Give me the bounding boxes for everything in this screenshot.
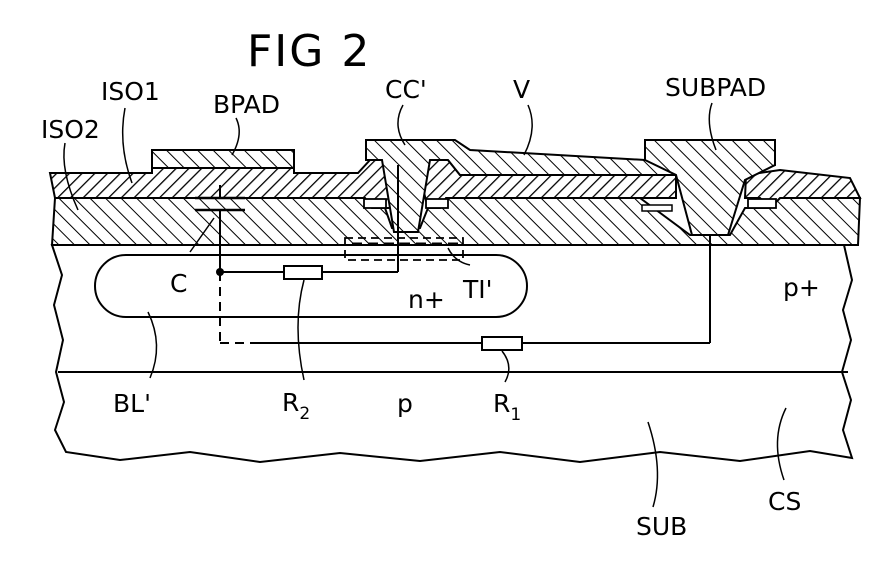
leader-iso1 [123, 108, 132, 183]
resistor-r2 [284, 266, 322, 279]
label-iso1: ISO1 [101, 77, 160, 106]
label-c: C [170, 269, 187, 298]
label-r2-sub: 2 [299, 404, 310, 424]
contact-window-left [364, 199, 386, 208]
bpad-contact [152, 150, 294, 168]
label-r1-sub: 1 [510, 405, 521, 425]
label-r1-base: R [493, 389, 510, 418]
figure-title: FIG 2 [247, 26, 371, 77]
label-r2-base: R [282, 388, 299, 417]
label-sub: SUB [636, 512, 687, 541]
resistor-r1 [482, 337, 522, 350]
contact-window-mid [426, 199, 448, 208]
contact-window-right [748, 199, 776, 208]
contact-window-subpad [642, 205, 672, 211]
leader-v [524, 105, 532, 155]
label-n-plus: n+ [408, 285, 445, 314]
label-cc: CC' [385, 75, 427, 104]
label-iso2: ISO2 [41, 115, 100, 144]
label-p: p [397, 389, 413, 418]
label-bl: BL' [113, 389, 151, 418]
label-v: V [513, 75, 530, 104]
label-cs: CS [768, 487, 801, 516]
label-p-plus: p+ [783, 273, 820, 302]
label-bpad: BPAD [213, 90, 280, 119]
label-subpad: SUBPAD [665, 73, 766, 102]
label-ti: TI' [462, 275, 493, 304]
